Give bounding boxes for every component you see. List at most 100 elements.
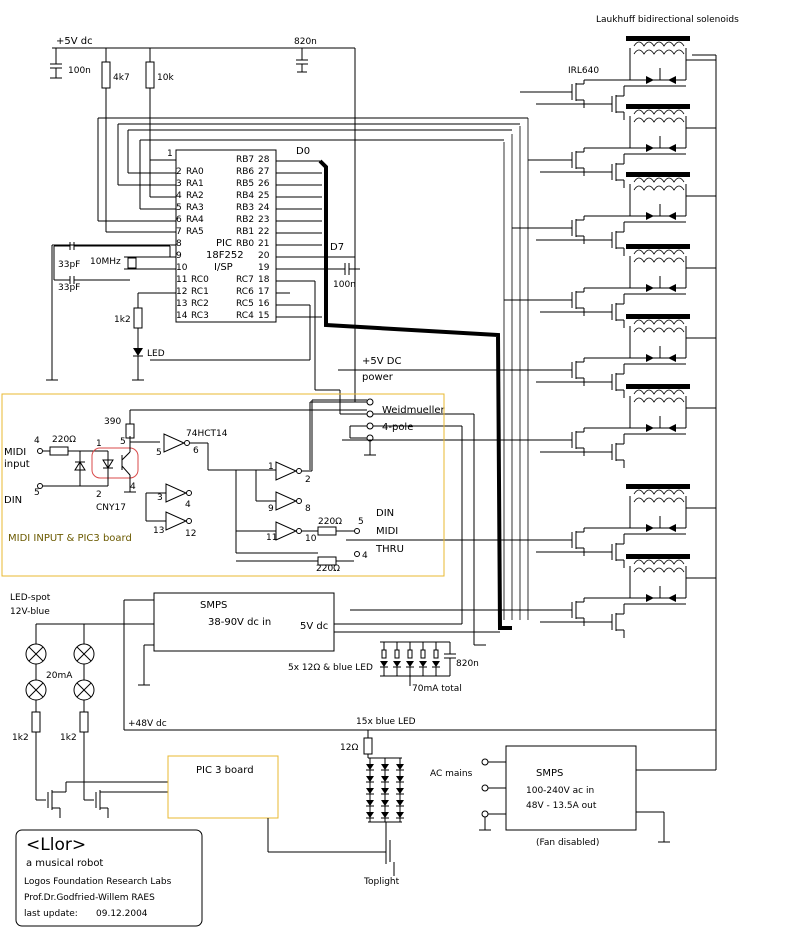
solenoid-bar	[626, 314, 690, 319]
smps1-led-label: 5x 12Ω & blue LED	[288, 663, 373, 673]
pic-right-name-21: RB0	[236, 239, 254, 249]
pic-right-name-16: RC5	[236, 299, 254, 309]
pic-right-pin-27: 27	[258, 167, 269, 177]
gate-pin-11: 11	[266, 533, 277, 543]
plus5-dc-label: +5V DC	[362, 356, 401, 367]
opto-pin-1: 1	[96, 439, 102, 449]
pic-right-pin-25: 25	[258, 191, 269, 201]
pic-right-name-27: RB6	[236, 167, 254, 177]
smps1-title: SMPS	[200, 600, 227, 611]
power-supply-section: +5V dc 100n 4k7 10k 820n	[50, 36, 356, 370]
blue-led	[380, 661, 388, 667]
oscillator-section: 33pF 33pF 10MHz	[53, 242, 176, 293]
pic-right-pin-15: 15	[258, 311, 269, 321]
vcc-label: +5V dc	[56, 36, 93, 47]
smps1-cap-label: 820n	[456, 659, 479, 669]
smps2-title: SMPS	[536, 768, 563, 779]
thru-pin5-label: 5	[358, 517, 364, 527]
spot-resistor-2-label: 1k2	[60, 733, 77, 743]
blue-led	[432, 661, 440, 667]
pic-right-pin-17: 17	[258, 287, 269, 297]
gate-pin-1: 1	[268, 462, 274, 472]
pic-left-pin-11: 11	[176, 275, 187, 285]
pic-left-name-12: RC1	[191, 287, 209, 297]
title-block: <Llor> a musical robot Logos Foundation …	[15, 829, 203, 927]
diode	[646, 524, 654, 532]
midi-input-resistor-label: 220Ω	[52, 435, 76, 445]
toplight-led	[366, 776, 374, 782]
solenoid-bar	[626, 104, 690, 109]
pic-right-pin-21: 21	[258, 239, 269, 249]
gate-pin-8: 8	[305, 504, 311, 514]
pic-right-pin-16: 16	[258, 299, 270, 309]
toplight-section: 15x blue LED 12Ω Toplight	[340, 717, 416, 887]
pic-name-line2: 18F252	[206, 250, 244, 261]
smps1-input: 38-90V dc in	[208, 617, 271, 628]
pic-left-pin-12: 12	[176, 287, 187, 297]
pic-name-line3: I/SP	[214, 262, 233, 273]
pic-right-pin-22: 22	[258, 227, 269, 237]
solenoid-coil	[633, 249, 685, 255]
gate-pin-6: 6	[193, 446, 199, 456]
pic-left-name-2: RA0	[186, 167, 204, 177]
diode	[668, 354, 676, 362]
midi-out-label: MIDI	[376, 526, 398, 537]
opto-pin-2: 2	[96, 490, 102, 500]
pic-left-pins: 1 2 RA0 3 RA1 4 RA2 5 RA3 6 RA4 7 RA5 8 …	[167, 149, 209, 321]
ac-mains-label: AC mains	[430, 769, 473, 779]
toplight-led	[396, 776, 404, 782]
led-resistor	[420, 649, 426, 659]
solenoid-coil	[633, 397, 685, 403]
pic-left-name-13: RC2	[191, 299, 209, 309]
pic-right-name-25: RB4	[236, 191, 254, 201]
pic-left-name-3: RA1	[186, 179, 204, 189]
pic-right-name-17: RC6	[236, 287, 254, 297]
pic-left-pin-1: 1	[167, 149, 173, 159]
project-title: <Llor>	[26, 835, 86, 855]
pic-left-name-6: RA4	[186, 215, 204, 225]
solenoid-unit	[350, 554, 716, 638]
spot-label-1: LED-spot	[10, 593, 51, 603]
solenoid-coil	[633, 327, 685, 333]
mosfet-type-label: IRL640	[568, 66, 599, 76]
thru-resistor-2-label: 220Ω	[316, 564, 340, 574]
solenoid-array: Laukhuff bidirectional solenoids IRL640	[568, 15, 739, 770]
toplight-header: 15x blue LED	[356, 717, 416, 727]
led-resistor-label: 1k2	[114, 315, 131, 325]
solenoid-coil	[633, 497, 685, 503]
status-led-circuit: 1k2 LED	[114, 292, 176, 381]
toplight-resistor-label: 12Ω	[340, 743, 358, 753]
led-resistor	[381, 649, 387, 659]
solenoid-coil	[633, 567, 685, 573]
toplight-led	[396, 788, 404, 794]
solenoid-coil	[633, 177, 685, 183]
diode	[668, 424, 676, 432]
pic-left-name-5: RA3	[186, 203, 204, 213]
pic-right-name-23: RB2	[236, 215, 254, 225]
project-subtitle: a musical robot	[26, 858, 103, 869]
author-name: Prof.Dr.Godfried-Willem RAES	[24, 893, 155, 903]
diode	[646, 76, 654, 84]
cap-100n-label: 100n	[68, 66, 91, 76]
midi-in-pin4: 4	[34, 436, 40, 446]
pic-left-pin-13: 13	[176, 299, 187, 309]
four-pole-label: 4-pole	[382, 422, 413, 433]
pic-left-pin-14: 14	[176, 311, 188, 321]
midi-input-label-2: input	[4, 459, 30, 470]
osc-cap2-label: 33pF	[58, 283, 80, 293]
plus48-label: +48V dc	[128, 719, 167, 729]
pic-left-pin-5: 5	[176, 203, 182, 213]
blue-led	[393, 661, 401, 667]
pullup-resistor-label: 390	[104, 417, 121, 427]
toplight-led	[381, 800, 389, 806]
pic-left-pin-8: 8	[176, 239, 182, 249]
pic-right-pin-24: 24	[258, 203, 270, 213]
din-label: DIN	[4, 495, 22, 506]
solenoid-coil	[633, 389, 685, 395]
pic-right-name-22: RB1	[236, 227, 254, 237]
gate-pin-9: 9	[268, 504, 274, 514]
pic-left-pin-6: 6	[176, 215, 182, 225]
toplight-led	[381, 812, 389, 818]
pic-left-name-11: RC0	[191, 275, 209, 285]
